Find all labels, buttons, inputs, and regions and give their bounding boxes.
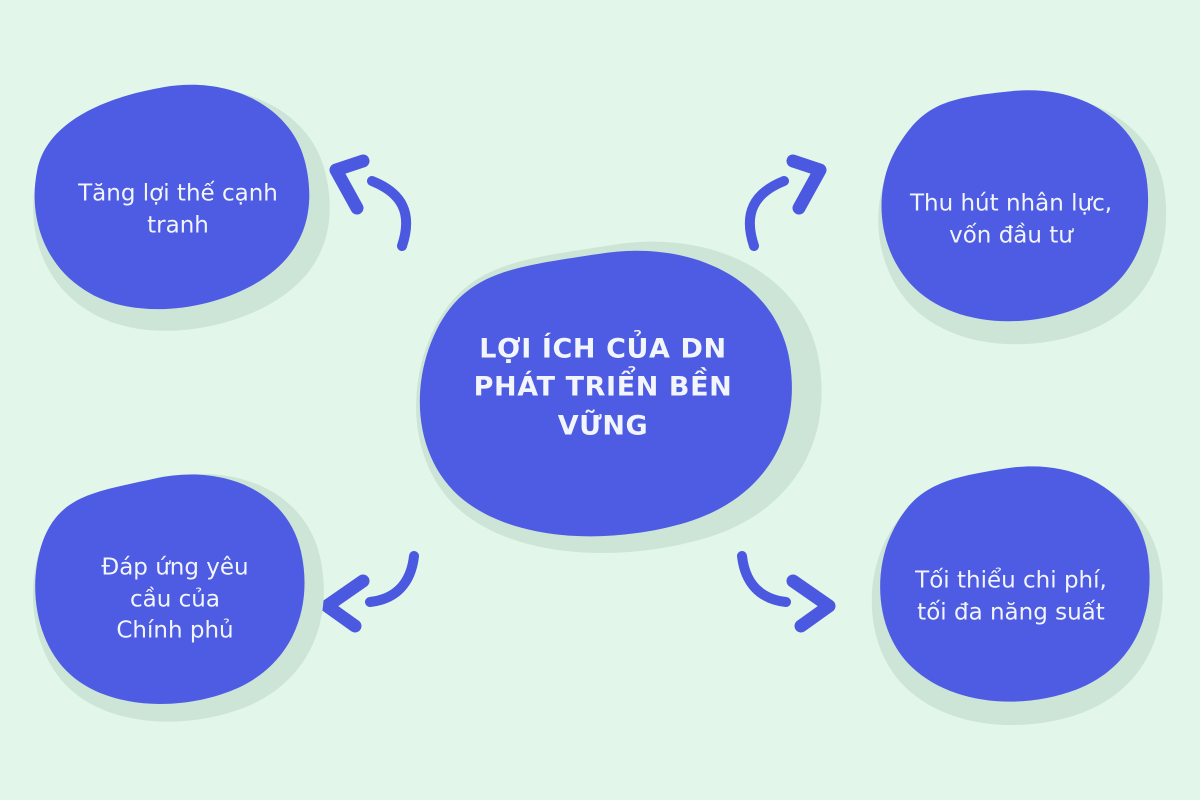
center-title-line: VỮNG xyxy=(557,410,649,442)
node-label-line: Chính phủ xyxy=(116,617,234,644)
node-label-line: cầu của xyxy=(130,586,220,613)
blob-center-shape xyxy=(419,250,792,537)
blob-top-right xyxy=(878,90,1167,345)
node-label-line: Tăng lợi thế cạnh xyxy=(78,180,278,207)
blob-bottom-right xyxy=(871,466,1163,726)
node-top-left-label: Tăng lợi thế cạnh tranh xyxy=(18,178,338,241)
node-bottom-left: Đáp ứng yêu cầu của Chính phủ xyxy=(16,460,334,740)
center-title: LỢI ÍCH CỦA DN PHÁT TRIỂN BỀN VỮNG xyxy=(378,331,828,446)
node-top-right: Thu hút nhân lực, vốn đầu tư xyxy=(852,80,1170,360)
blob-center xyxy=(416,241,822,554)
node-bottom-right-label: Tối thiểu chi phí, tối đa năng suất xyxy=(855,565,1167,628)
center-title-line: PHÁT TRIỂN BỀN xyxy=(473,371,733,403)
blob-top-right-shape xyxy=(881,90,1149,322)
node-bottom-right: Tối thiểu chi phí, tối đa năng suất xyxy=(855,455,1167,739)
node-top-left: Tăng lợi thế cạnh tranh xyxy=(18,74,338,346)
blob-top-left xyxy=(33,84,330,331)
node-label-line: tranh xyxy=(147,212,209,238)
center-title-line: LỢI ÍCH CỦA DN xyxy=(479,333,727,365)
node-label-line: Thu hút nhân lực, xyxy=(909,190,1113,217)
node-top-right-label: Thu hút nhân lực, vốn đầu tư xyxy=(852,188,1170,251)
blob-bottom-left-shape xyxy=(35,474,305,704)
blob-bottom-right-shape xyxy=(880,466,1150,702)
blob-bottom-left xyxy=(32,473,324,722)
node-label-line: Đáp ứng yêu xyxy=(101,554,249,581)
blob-top-left-shape xyxy=(34,84,310,310)
node-label-line: Tối thiểu chi phí, xyxy=(915,567,1107,594)
node-label-line: tối đa năng suất xyxy=(917,599,1105,625)
node-bottom-left-label: Đáp ứng yêu cầu của Chính phủ xyxy=(16,552,334,647)
node-center: LỢI ÍCH CỦA DN PHÁT TRIỂN BỀN VỮNG xyxy=(378,205,828,571)
node-label-line: vốn đầu tư xyxy=(949,222,1073,248)
